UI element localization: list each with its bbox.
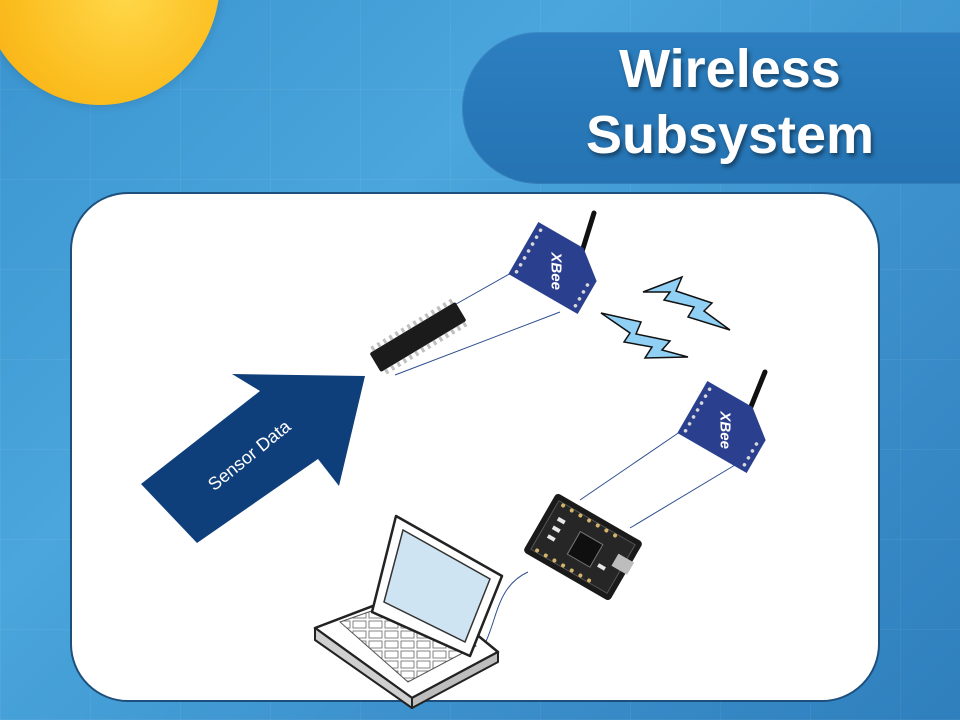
microcontroller-chip-icon [370, 298, 468, 375]
laptop-icon [313, 514, 504, 709]
title-line-1: Wireless [619, 39, 841, 99]
xbee-module-icon-top: XBee [508, 210, 597, 314]
lightning-bolt-icon-1 [642, 275, 731, 331]
usb-adapter-board-icon [524, 494, 642, 600]
title-panel [462, 32, 960, 184]
lightning-bolt-icon-2 [600, 312, 689, 359]
xbee-label-top: XBee [548, 251, 565, 290]
title-line-2: Subsystem [585, 105, 875, 165]
sensor-data-arrow: Sensor Data [141, 374, 365, 543]
laptop-screen [383, 528, 491, 644]
xbee-module-icon-bottom: XBee [677, 369, 768, 473]
xbee-label-bottom: XBee [717, 410, 734, 449]
slide-title: Wireless Subsystem [540, 36, 920, 168]
arrow-icon [141, 374, 365, 543]
